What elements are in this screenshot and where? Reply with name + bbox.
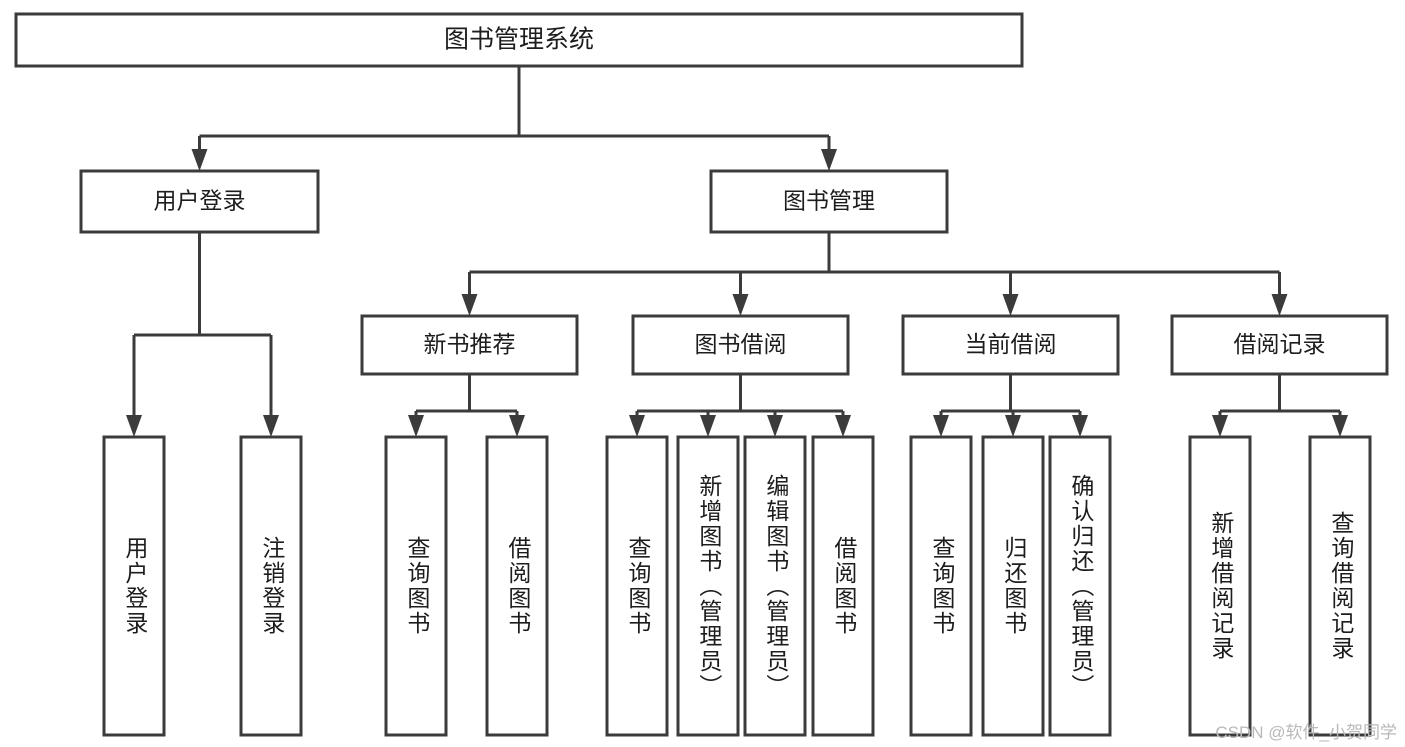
arrowhead-借阅图书: [509, 415, 525, 437]
node-label-vertical: 借阅图书: [831, 536, 857, 636]
node-box: [631, 314, 850, 376]
node-leaf-编辑图书管理员[interactable]: 编辑图书（管理员）: [743, 435, 807, 737]
nodes-layer: 图书管理系统用户登录图书管理新书推荐图书借阅当前借阅借阅记录用户登录注销登录查询…: [14, 12, 1389, 737]
node-leaf-查询图书[interactable]: 查询图书: [605, 435, 669, 737]
arrowhead-新增图书管理员: [700, 415, 716, 437]
arrowhead-用户登录: [126, 415, 142, 437]
node-box: [239, 435, 303, 737]
node-level3-图书借阅[interactable]: 图书借阅: [631, 314, 850, 376]
node-label-vertical: 编辑图书（管理员）: [763, 474, 789, 699]
node-label-vertical: 查询图书: [404, 536, 430, 636]
node-box: [605, 435, 669, 737]
node-label: 借阅记录: [1234, 331, 1326, 357]
watermark-text: CSDN @软件_小贺同学: [1215, 723, 1397, 742]
node-label: 用户登录: [154, 188, 246, 214]
node-leaf-用户登录[interactable]: 用户登录: [102, 435, 166, 737]
arrowhead-编辑图书管理员: [767, 415, 783, 437]
node-level3-当前借阅[interactable]: 当前借阅: [901, 314, 1120, 376]
arrowhead-图书借阅: [732, 294, 749, 316]
arrowhead-新书推荐: [461, 294, 478, 316]
node-box: [485, 435, 549, 737]
node-leaf-借阅图书[interactable]: 借阅图书: [811, 435, 875, 737]
arrowhead-当前借阅: [1002, 294, 1019, 316]
node-box: [79, 169, 320, 234]
node-label-vertical: 查询借阅记录: [1328, 511, 1354, 661]
node-box: [1188, 435, 1252, 737]
node-leaf-确认归还管理员[interactable]: 确认归还（管理员）: [1048, 435, 1112, 737]
node-label-vertical: 新增借阅记录: [1208, 511, 1234, 661]
node-label: 图书管理系统: [444, 26, 594, 54]
node-root-图书管理系统[interactable]: 图书管理系统: [14, 12, 1024, 68]
node-box: [811, 435, 875, 737]
arrowhead-查询借阅记录: [1332, 415, 1348, 437]
node-label-vertical: 确认归还（管理员）: [1068, 474, 1094, 699]
node-label-vertical: 注销登录: [259, 536, 285, 636]
node-label-vertical: 新增图书（管理员）: [696, 474, 722, 699]
node-label: 图书借阅: [695, 331, 787, 357]
node-label-vertical: 查询图书: [625, 536, 651, 636]
node-level3-借阅记录[interactable]: 借阅记录: [1170, 314, 1389, 376]
arrowhead-查询图书: [408, 415, 424, 437]
node-label-vertical: 用户登录: [122, 536, 148, 636]
node-box: [909, 435, 973, 737]
node-box: [14, 12, 1024, 68]
node-label-vertical: 查询图书: [929, 536, 955, 636]
connectors-layer: [126, 66, 1348, 437]
arrowhead-归还图书: [1005, 415, 1021, 437]
node-leaf-查询图书[interactable]: 查询图书: [909, 435, 973, 737]
node-box: [709, 169, 949, 234]
arrowhead-注销登录: [263, 415, 279, 437]
node-label-vertical: 借阅图书: [505, 536, 531, 636]
arrowhead-借阅记录: [1271, 294, 1288, 316]
arrowhead-确认归还管理员: [1072, 415, 1088, 437]
node-leaf-借阅图书[interactable]: 借阅图书: [485, 435, 549, 737]
node-box: [901, 314, 1120, 376]
node-label: 新书推荐: [424, 331, 516, 357]
node-leaf-查询借阅记录[interactable]: 查询借阅记录: [1308, 435, 1372, 737]
node-box: [1170, 314, 1389, 376]
node-label: 当前借阅: [965, 331, 1057, 357]
node-level2-图书管理[interactable]: 图书管理: [709, 169, 949, 234]
node-leaf-归还图书[interactable]: 归还图书: [981, 435, 1045, 737]
arrowhead-用户登录: [191, 149, 208, 171]
node-box: [743, 435, 807, 737]
node-box: [1048, 435, 1112, 737]
node-leaf-查询图书[interactable]: 查询图书: [384, 435, 448, 737]
node-box: [981, 435, 1045, 737]
node-box: [676, 435, 740, 737]
node-level2-用户登录[interactable]: 用户登录: [79, 169, 320, 234]
node-box: [360, 314, 579, 376]
node-level3-新书推荐[interactable]: 新书推荐: [360, 314, 579, 376]
node-box: [1308, 435, 1372, 737]
node-box: [384, 435, 448, 737]
node-leaf-注销登录[interactable]: 注销登录: [239, 435, 303, 737]
arrowhead-新增借阅记录: [1212, 415, 1228, 437]
node-leaf-新增借阅记录[interactable]: 新增借阅记录: [1188, 435, 1252, 737]
arrowhead-查询图书: [933, 415, 949, 437]
arrowhead-借阅图书: [835, 415, 851, 437]
node-label-vertical: 归还图书: [1001, 536, 1027, 636]
arrowhead-图书管理: [821, 149, 837, 171]
node-leaf-新增图书管理员[interactable]: 新增图书（管理员）: [676, 435, 740, 737]
node-label: 图书管理: [783, 188, 875, 214]
arrowhead-查询图书: [629, 415, 645, 437]
node-box: [102, 435, 166, 737]
